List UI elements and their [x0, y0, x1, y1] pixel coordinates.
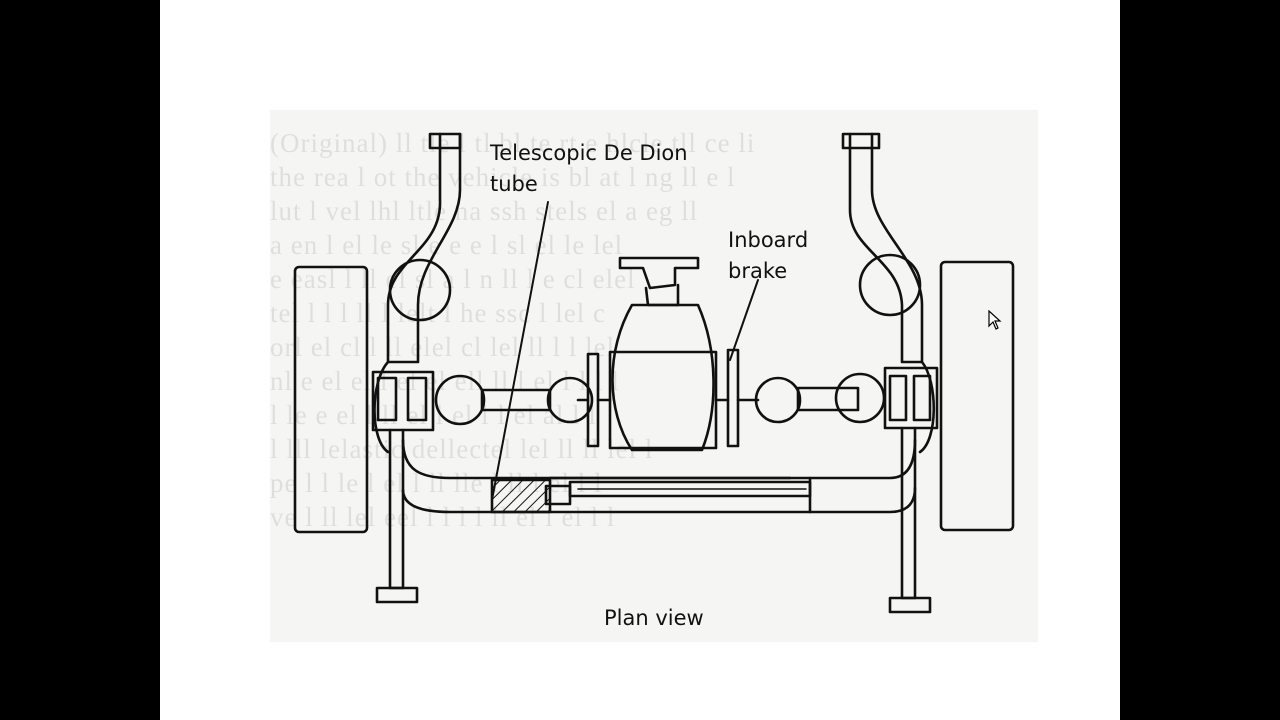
faded-background-text: (Original) ll tle l tl bl te rt e hlcle … [270, 128, 756, 532]
de-dion-axle-diagram [293, 132, 1015, 614]
plan-view-caption: Plan view [604, 606, 704, 630]
differential-housing [608, 256, 718, 452]
scanned-figure: (Original) ll tle l tl bl te rt e hlcle … [270, 110, 1038, 642]
left-wheel [293, 265, 369, 534]
de-dion-label-line-1: Telescopic De Dion [490, 141, 688, 165]
de-dion-tube-label: Telescopic De Dion tube [490, 138, 688, 200]
de-dion-leader-line [491, 201, 549, 501]
right-inboard-brake-disc [726, 348, 740, 448]
de-dion-tube [401, 438, 917, 514]
slide: (Original) ll tle l tl bl te rt e hlcle … [160, 0, 1120, 720]
left-drive-shaft [434, 374, 594, 426]
de-dion-label-line-2: tube [490, 172, 538, 196]
right-trailing-arm [841, 132, 939, 614]
inboard-brake-label: Inboard brake [728, 225, 808, 287]
right-wheel [939, 260, 1015, 532]
brake-leader-line [729, 279, 759, 361]
brake-label-line-1: Inboard [728, 228, 809, 252]
brake-label-line-2: brake [728, 259, 788, 283]
left-trailing-arm [371, 132, 462, 604]
right-drive-shaft [754, 372, 886, 424]
mouse-pointer-icon [988, 310, 1002, 330]
